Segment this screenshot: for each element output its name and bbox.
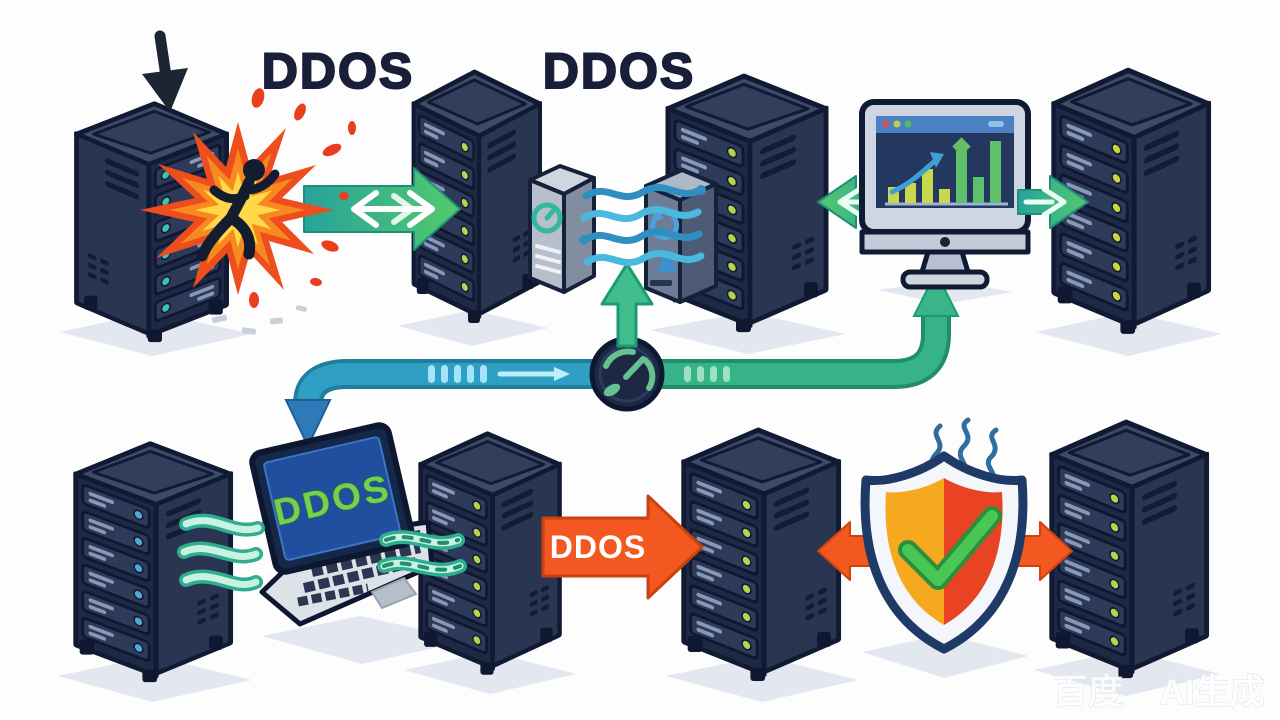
shield-check-icon — [860, 417, 1028, 654]
server-rack-8 — [1052, 422, 1207, 678]
wavy-stream-icon — [177, 513, 265, 592]
traffic-monitor — [859, 99, 1031, 290]
down-arrow-icon — [142, 30, 188, 112]
watermark: 百度 AI生成 — [1052, 673, 1265, 713]
server-rack-6 — [421, 434, 560, 675]
attacker-laptop: DDOS — [249, 422, 435, 627]
monitoring-pipe — [293, 299, 951, 419]
debris — [211, 305, 307, 335]
bar-chart-icon — [885, 137, 1008, 206]
up-arrow-icon — [600, 262, 654, 348]
trend-up-icon — [889, 152, 944, 195]
server-rack-7 — [684, 430, 839, 681]
rotate-icon — [650, 210, 680, 241]
attack-arrow-text: DDOS — [550, 529, 646, 565]
server-rack-5 — [76, 444, 231, 682]
gauge-icon — [531, 202, 563, 234]
browser-dots-icon — [882, 120, 1004, 128]
running-person-icon — [196, 159, 280, 262]
speedometer-icon — [589, 336, 665, 412]
wavy-stream-icon — [377, 530, 467, 577]
heading-ddos-center: DDOS — [543, 43, 695, 99]
scrubber-device-1 — [528, 164, 596, 294]
ddos-attack-arrow: DDOS — [541, 494, 704, 600]
up-arrow-icon — [912, 269, 960, 317]
pipe-dashes — [428, 365, 730, 383]
trackpad — [371, 577, 417, 609]
watermark-suffix: AI生成 — [1159, 673, 1264, 712]
double-arrow-icon — [351, 190, 435, 228]
wavy-stream-icon — [579, 183, 706, 267]
down-arrow-icon — [284, 399, 332, 449]
upload-triangle-icon — [657, 248, 677, 272]
splatter — [249, 88, 356, 308]
explosion-icon — [140, 88, 356, 335]
attack-arrow-right — [303, 167, 461, 251]
watermark-brand: 百度 — [1053, 673, 1123, 712]
clean-traffic-arrow-right — [1017, 175, 1089, 229]
heading-ddos-left: DDOS — [262, 43, 414, 99]
